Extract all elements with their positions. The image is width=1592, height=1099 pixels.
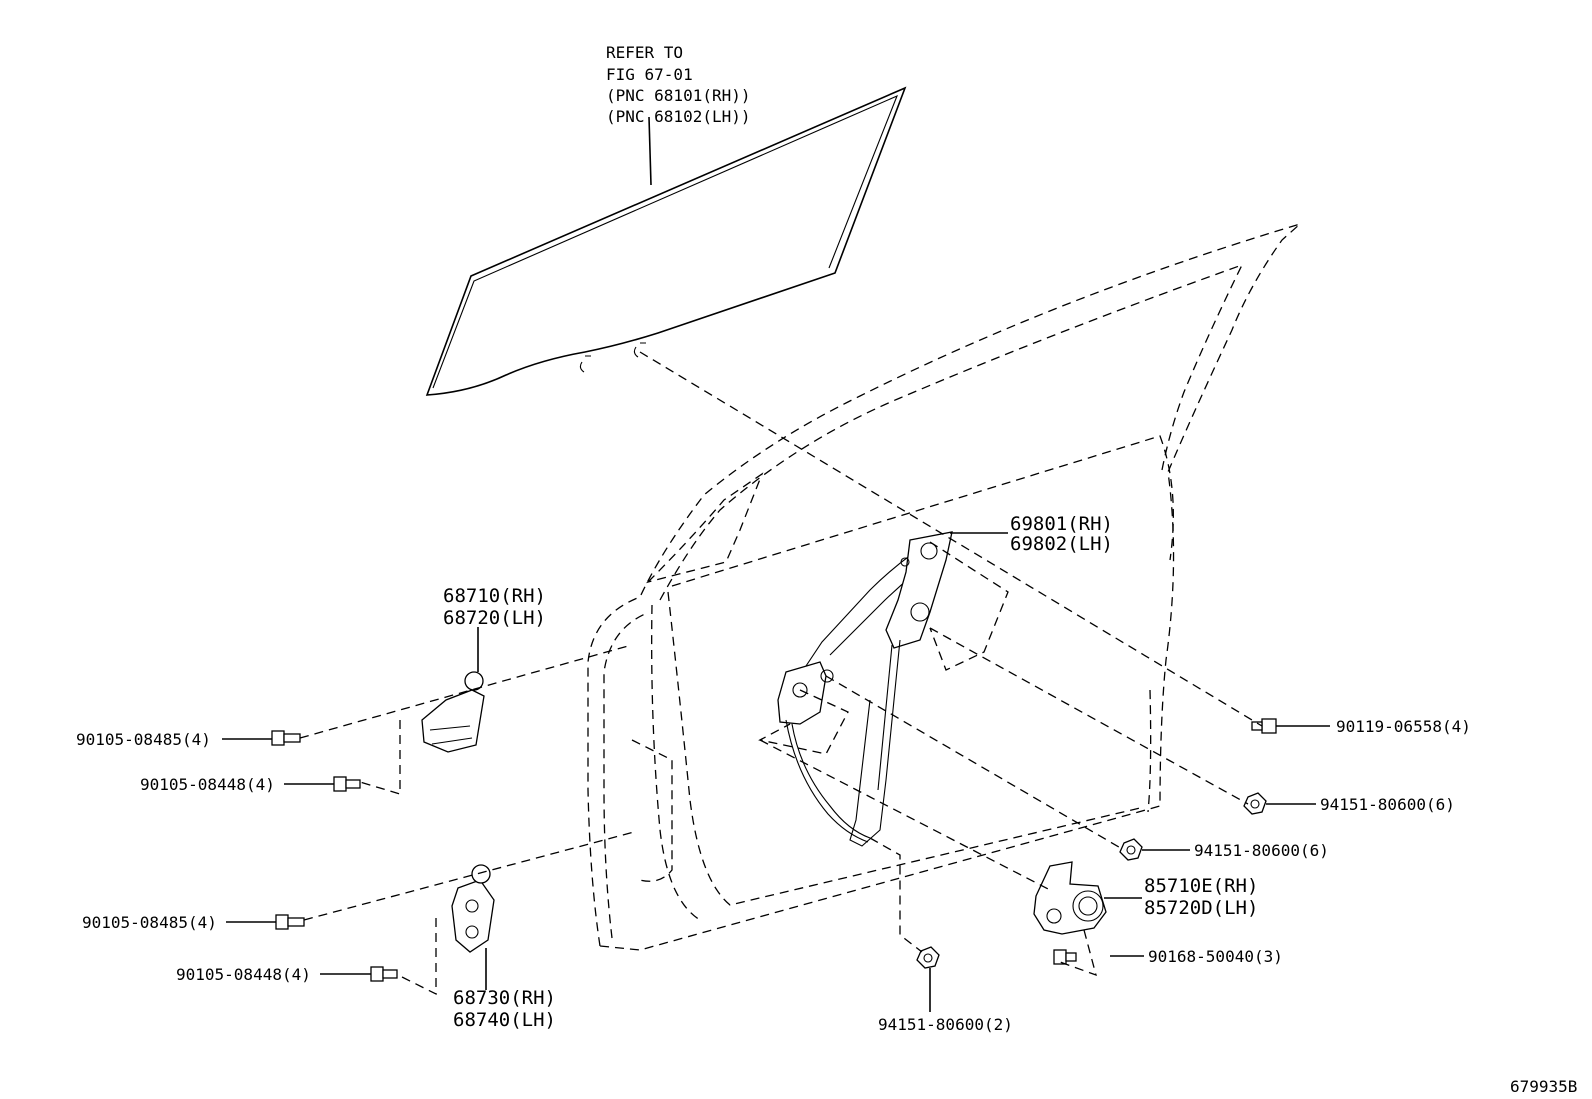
label-nut-regulator-2: 94151-80600(6) — [1194, 841, 1329, 860]
label-bolt-upper-hinge-1: 90105-08485(4) — [76, 730, 211, 749]
figure-code: 679935B — [1510, 1077, 1577, 1096]
refer-leader — [648, 116, 652, 186]
assembly-lines — [299, 351, 1263, 996]
refer-note-line4: (PNC 68102(LH)) — [606, 107, 751, 126]
label-lower-hinge-lh: 68740(LH) — [453, 1009, 556, 1031]
refer-note-line3: (PNC 68101(RH)) — [606, 86, 751, 105]
label-nut-regulator-bottom: 94151-80600(2) — [878, 1015, 1013, 1034]
label-regulator-rh: 69801(RH) — [1010, 513, 1113, 535]
door-frame — [587, 223, 1301, 951]
lower-hinge — [451, 864, 495, 990]
label-bolt-lower-hinge-1: 90105-08485(4) — [82, 913, 217, 932]
label-screw-motor: 90168-50040(3) — [1148, 947, 1283, 966]
screw-icon — [1053, 949, 1144, 965]
label-nut-regulator-1: 94151-80600(6) — [1320, 795, 1455, 814]
nut-icon — [1243, 792, 1316, 815]
label-bolt-glass: 90119-06558(4) — [1336, 717, 1471, 736]
label-upper-hinge-lh: 68720(LH) — [443, 607, 546, 629]
upper-hinge — [421, 627, 485, 753]
bolt-icon — [284, 776, 361, 792]
bolt-icon — [222, 730, 301, 746]
label-bolt-lower-hinge-2: 90105-08448(4) — [176, 965, 311, 984]
label-regulator-lh: 69802(LH) — [1010, 533, 1113, 555]
nut-icon — [1119, 838, 1190, 861]
fasteners — [222, 718, 1330, 1012]
label-lower-hinge-rh: 68730(RH) — [453, 987, 556, 1009]
refer-note: REFER TO FIG 67-01 (PNC 68101(RH)) (PNC … — [606, 43, 751, 126]
door-glass — [425, 86, 907, 396]
bolt-icon — [1251, 718, 1330, 734]
label-motor-lh: 85720D(LH) — [1144, 897, 1258, 919]
bolt-icon — [226, 914, 305, 930]
window-motor — [1033, 861, 1142, 935]
label-upper-hinge-rh: 68710(RH) — [443, 585, 546, 607]
nut-icon — [916, 946, 940, 1012]
label-bolt-upper-hinge-2: 90105-08448(4) — [140, 775, 275, 794]
bolt-icon — [320, 966, 398, 982]
refer-note-line1: REFER TO — [606, 43, 683, 62]
label-motor-rh: 85710E(RH) — [1144, 875, 1258, 897]
window-regulator — [777, 531, 1008, 847]
refer-note-line2: FIG 67-01 — [606, 65, 693, 84]
